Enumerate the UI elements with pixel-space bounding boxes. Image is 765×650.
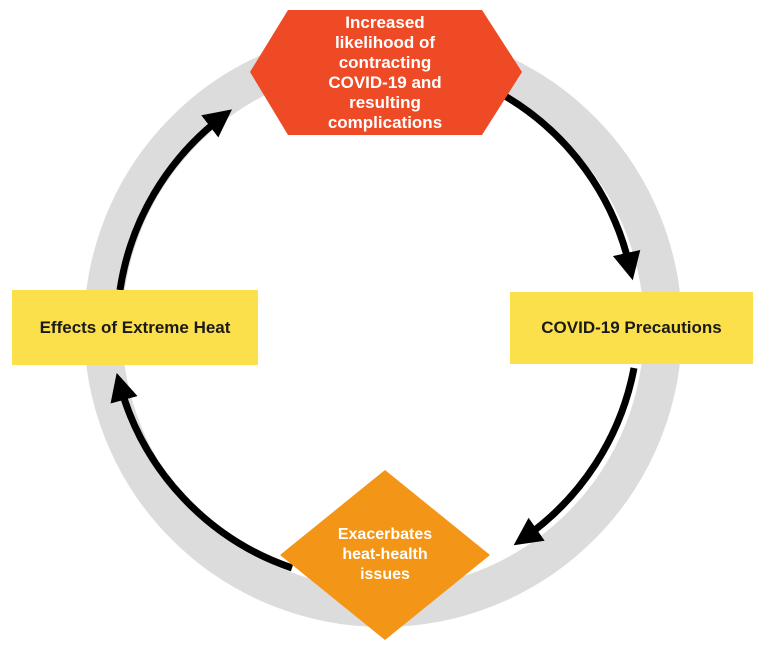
bottom-node-diamond bbox=[280, 470, 490, 640]
left-node-box bbox=[12, 290, 258, 365]
right-node-text: COVID-19 Precautions bbox=[541, 318, 722, 337]
top-node-text: Increased likelihood of contracting COVI… bbox=[327, 12, 443, 132]
arrow-left-to-top bbox=[116, 109, 232, 291]
arrow-bottom-to-left bbox=[110, 372, 294, 572]
bottom-node-label: Exacerbates heat-health issues bbox=[300, 505, 470, 605]
left-node-text: Effects of Extreme Heat bbox=[39, 317, 231, 337]
arrow-top-to-right bbox=[503, 92, 641, 281]
arrow-right-to-bottom bbox=[513, 367, 638, 546]
left-node-label: Effects of Extreme Heat bbox=[12, 290, 258, 365]
right-node-box bbox=[510, 292, 753, 364]
top-node-label: Increased likelihood of contracting COVI… bbox=[285, 10, 485, 135]
right-node-label: COVID-19 Precautions bbox=[510, 292, 753, 364]
top-node-hexagon bbox=[250, 10, 522, 135]
bottom-node-text: Exacerbates heat-health issues bbox=[337, 526, 433, 583]
